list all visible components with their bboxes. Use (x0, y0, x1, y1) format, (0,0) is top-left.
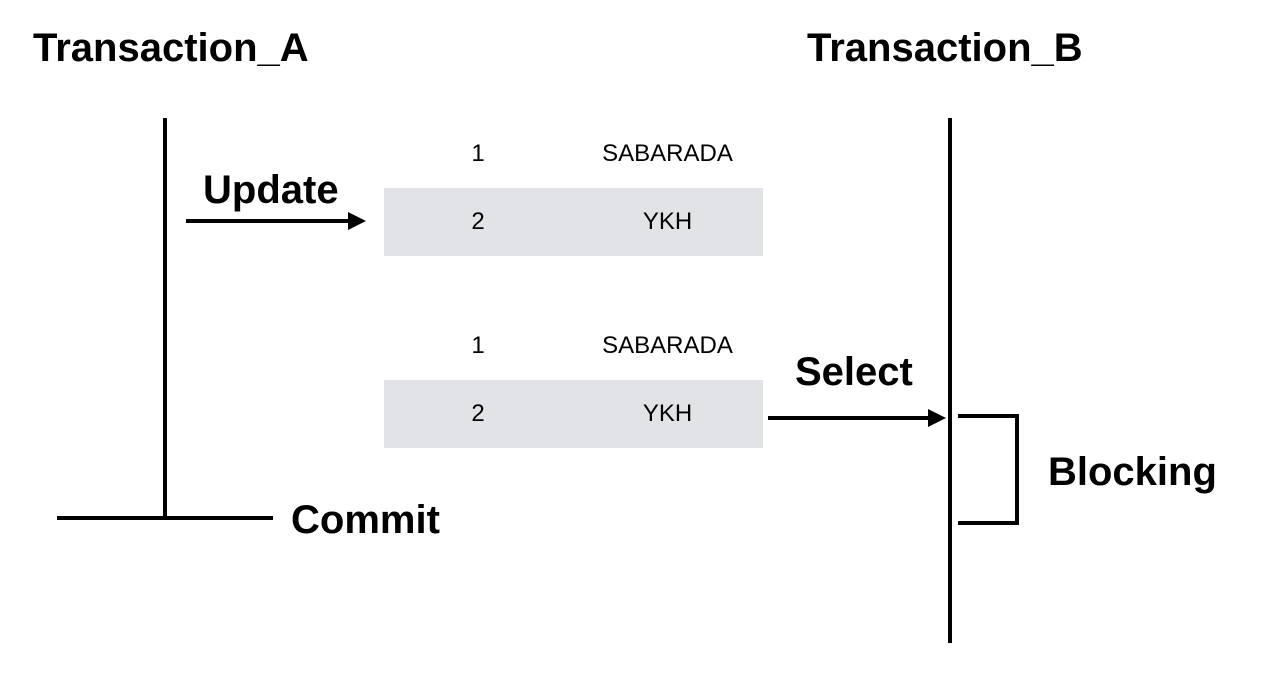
select-arrow (768, 409, 946, 427)
data-table-update: 1 SABARADA 2 YKH (384, 120, 763, 256)
row-id: 2 (471, 208, 485, 235)
row-id: 1 (471, 140, 485, 167)
update-arrow (186, 212, 366, 230)
commit-label: Commit (291, 498, 440, 542)
data-table-select: 1 SABARADA 2 YKH (384, 312, 763, 448)
table-row-locked: 2 YKH (384, 380, 763, 448)
row-id: 1 (471, 332, 485, 359)
transaction-b-title: Transaction_B (807, 26, 1083, 70)
row-name: SABARADA (602, 140, 733, 167)
row-name: YKH (642, 400, 693, 427)
row-id: 2 (471, 400, 485, 427)
transaction-a-title: Transaction_A (33, 26, 309, 70)
transaction-b-timeline (948, 118, 952, 643)
row-name: SABARADA (602, 332, 733, 359)
table-row: 1 SABARADA (384, 120, 763, 188)
update-label: Update (203, 168, 339, 212)
select-label: Select (795, 350, 913, 394)
commit-line (57, 516, 273, 520)
transaction-a-timeline (163, 118, 167, 520)
table-row-locked: 2 YKH (384, 188, 763, 256)
blocking-label: Blocking (1048, 450, 1217, 494)
table-row: 1 SABARADA (384, 312, 763, 380)
blocking-bracket (958, 414, 1019, 525)
row-name: YKH (642, 208, 693, 235)
